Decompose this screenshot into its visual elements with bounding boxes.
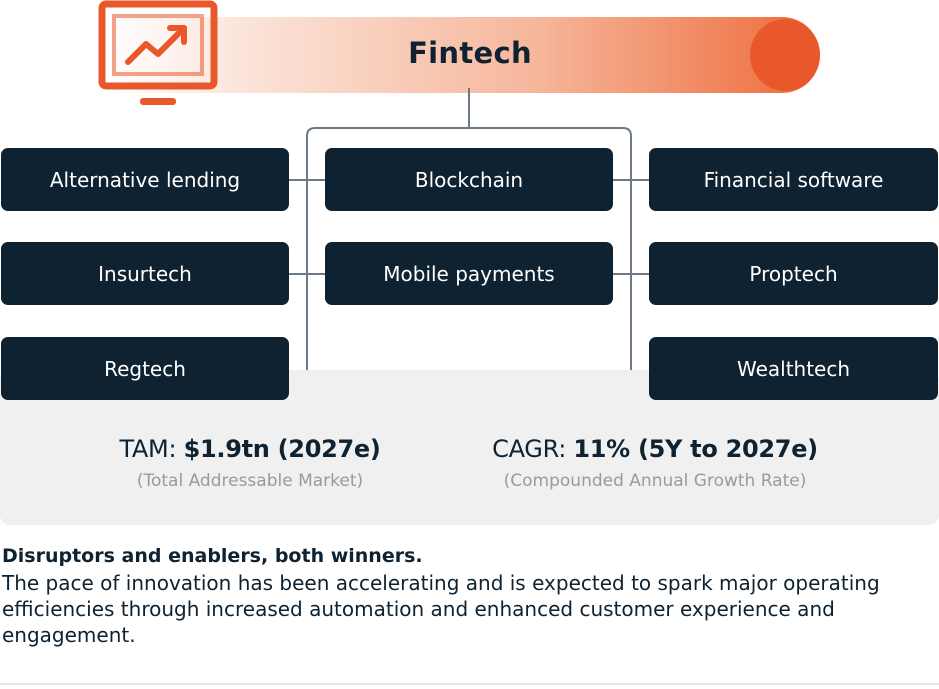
cagr-value-line: CAGR: 11% (5Y to 2027e): [470, 435, 840, 463]
cagr-value: 11% (5Y to 2027e): [573, 435, 818, 463]
bottom-divider: [0, 683, 939, 685]
description-body: The pace of innovation has been accelera…: [2, 571, 880, 647]
cagr-label: CAGR:: [492, 435, 567, 463]
description: Disruptors and enablers, both winners. T…: [2, 545, 932, 648]
segment-insurtech: Insurtech: [1, 242, 289, 305]
tam-caption: (Total Addressable Market): [136, 471, 364, 491]
page-title: Fintech: [408, 36, 532, 70]
segment-mobile-payments: Mobile payments: [325, 242, 613, 305]
segment-blockchain: Blockchain: [325, 148, 613, 211]
cagr-stat: CAGR: 11% (5Y to 2027e) (Compounded Annu…: [470, 435, 840, 491]
segment-regtech: Regtech: [1, 337, 289, 400]
tam-label: TAM:: [119, 435, 177, 463]
segment-financial-software: Financial software: [649, 148, 938, 211]
segment-wealthtech: Wealthtech: [649, 337, 938, 400]
connector-lines: [289, 88, 649, 370]
cagr-caption: (Compounded Annual Growth Rate): [503, 471, 807, 491]
banner-end-circle: [750, 19, 820, 91]
tam-value-line: TAM: $1.9tn (2027e): [80, 435, 420, 463]
description-heading: Disruptors and enablers, both winners.: [2, 545, 423, 567]
title-banner: [104, 17, 820, 93]
monitor-chart-icon: [98, 0, 218, 105]
tam-stat: TAM: $1.9tn (2027e) (Total Addressable M…: [80, 435, 420, 491]
segment-proptech: Proptech: [649, 242, 938, 305]
tam-value: $1.9tn (2027e): [183, 435, 381, 463]
segment-alternative-lending: Alternative lending: [1, 148, 289, 211]
